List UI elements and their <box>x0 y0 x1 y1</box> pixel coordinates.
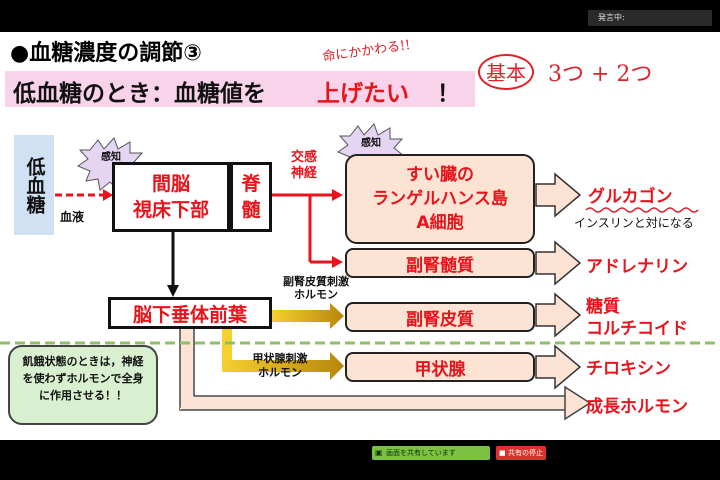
starvation-note: 飢餓状態のときは，神経を使わずホルモンで全身に作用させる！！ <box>8 345 158 425</box>
spinal-line-2: 髄 <box>241 199 261 221</box>
pancreas-box: すい臓の ランゲルハンス島 A細胞 <box>345 154 535 244</box>
blood-label: 血液 <box>60 210 85 224</box>
growth-arrowhead <box>564 385 592 421</box>
handwritten-count: 3つ + 2つ <box>548 62 653 87</box>
thyroid-label: 甲状腺 <box>414 359 466 380</box>
adrenal-medulla-box: 副腎髄質 <box>345 248 535 278</box>
hormone-glucocorticoid-2: コルチコイド <box>586 319 688 339</box>
pancreas-line-3: A細胞 <box>416 213 464 233</box>
stop-sharing-label: 共有の停止 <box>508 449 543 457</box>
glucagon-underline <box>585 207 699 213</box>
stop-sharing-button[interactable]: ■ 共有の停止 <box>496 446 546 460</box>
pituitary-box: 脳下垂体前葉 <box>108 297 272 329</box>
pancreas-line-2: ランゲルハンス島 <box>372 189 508 209</box>
pancreas-line-1: すい臓の <box>406 165 474 185</box>
tsh-line-2: ホルモン <box>258 366 302 379</box>
handwritten-basic: 基本 <box>478 54 534 90</box>
stop-icon: ■ <box>499 449 506 457</box>
pituitary-label: 脳下垂体前葉 <box>132 303 247 326</box>
meeting-top-bar: 発言中: <box>0 0 720 32</box>
pituitary-arrowhead <box>167 285 179 297</box>
spinal-cord-box: 脊 髄 <box>230 162 272 232</box>
spinal-line-1: 脊 <box>241 173 261 195</box>
nerve-arrowhead-1 <box>332 189 343 201</box>
hormone-glucocorticoid-1: 糖質 <box>586 297 620 317</box>
hormone-glucagon: グルカゴン <box>588 187 673 207</box>
speaking-indicator: 発言中: <box>588 10 712 26</box>
sympathetic-line-1: 交感 <box>290 150 317 165</box>
sympathetic-line-2: 神経 <box>290 166 317 181</box>
tsh-arrow-stem <box>222 329 232 367</box>
share-screen-icon: ▣ <box>375 448 383 457</box>
acth-arrow <box>272 303 344 329</box>
subtitle-exclamation: ！ <box>437 81 460 107</box>
sense-label-1: 感知 <box>101 152 121 163</box>
sharing-label: 画面を共有しています <box>386 449 456 457</box>
hormone-adrenaline: アドレナリン <box>586 257 688 277</box>
thyroxine-arrow <box>535 344 582 390</box>
tsh-label: 甲状腺刺激 ホルモン <box>240 352 320 380</box>
hormone-thyroxine: チロキシン <box>586 359 671 379</box>
acth-label: 副腎皮質刺激 ホルモン <box>276 275 356 301</box>
sense-label-2: 感知 <box>361 138 381 149</box>
adrenal-cortex-label: 副腎皮質 <box>406 309 474 330</box>
sympathetic-nerve-label: 交感 神経 <box>282 150 326 182</box>
subtitle-text: 低血糖のとき：血糖値を <box>13 81 266 107</box>
slide-title: ●血糖濃度の調節③ <box>10 41 202 66</box>
tsh-arrow <box>222 352 344 380</box>
low-blood-sugar-box: 低血糖 <box>14 135 54 235</box>
tsh-line-1: 甲状腺刺激 <box>252 352 308 365</box>
cortisol-arrow <box>535 292 582 338</box>
subtitle-band: 低血糖のとき：血糖値を 上げたい ！ <box>5 71 475 107</box>
nerve-arrowhead-2 <box>332 256 343 268</box>
glucagon-arrow <box>535 172 582 218</box>
handwritten-glucagon-note: インスリンと対になる <box>574 216 694 230</box>
hypothalamus-line-1: 間脳 <box>151 173 190 195</box>
subtitle-emphasis: 上げたい <box>317 81 409 107</box>
screen-sharing-indicator[interactable]: ▣ 画面を共有しています <box>372 446 490 460</box>
hypothalamus-box: 間脳 視床下部 <box>112 162 230 232</box>
blood-arrowhead <box>103 189 113 201</box>
hormone-growth: 成長ホルモン <box>586 397 688 417</box>
acth-line-2: ホルモン <box>294 288 338 301</box>
low-blood-sugar-label: 低血糖 <box>23 156 46 214</box>
thyroid-box: 甲状腺 <box>345 352 535 382</box>
growth-hormone-arrow <box>181 329 565 409</box>
meeting-bottom-bar: ▣ 画面を共有しています ■ 共有の停止 <box>0 440 720 480</box>
hypothalamus-line-2: 視床下部 <box>132 199 209 221</box>
shared-slide: ●血糖濃度の調節③ 低血糖のとき：血糖値を 上げたい ！ 命にかかわる!! 基本… <box>0 32 720 440</box>
adrenaline-arrow <box>535 240 582 286</box>
adrenal-cortex-box: 副腎皮質 <box>345 302 535 332</box>
acth-line-1: 副腎皮質刺激 <box>283 275 349 288</box>
adrenal-medulla-label: 副腎髄質 <box>406 255 474 276</box>
